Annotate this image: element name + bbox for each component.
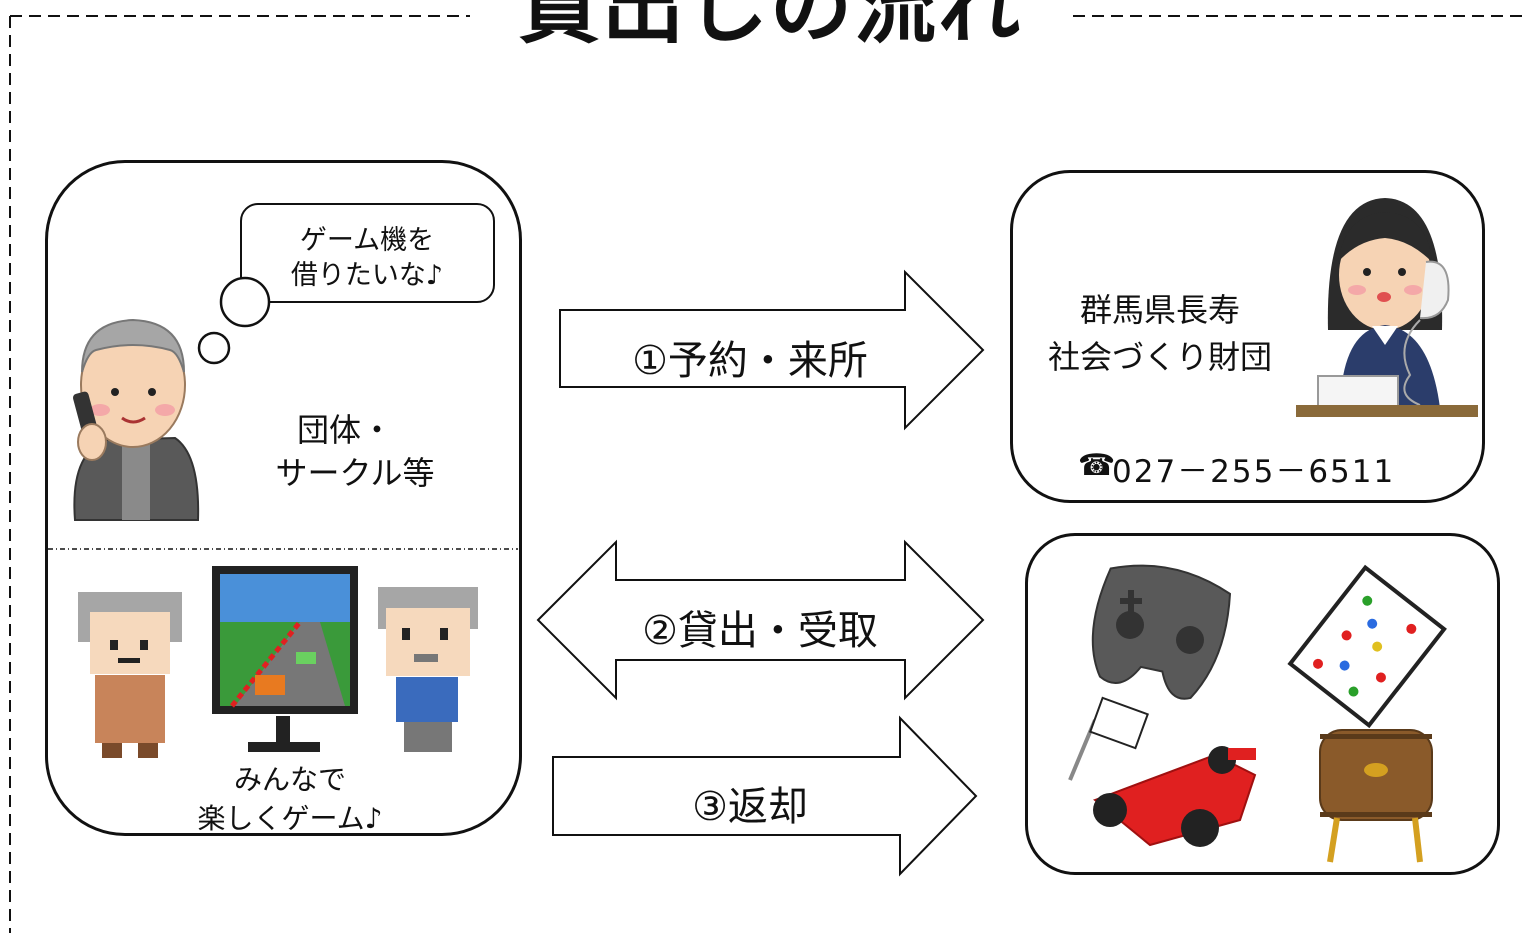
race-car-icon [1068, 696, 1257, 847]
pixel-grandma-icon [78, 592, 182, 758]
step1-label: ①予約・来所 [632, 338, 868, 384]
org-name-line-2: 社会づくり財団 [1047, 338, 1272, 376]
pixel-grandpa-icon [378, 587, 478, 752]
game-controller-icon [1091, 564, 1232, 700]
phone-number: 027－255－6511 [1112, 454, 1396, 490]
thought-line-1: ゲーム機を [299, 225, 435, 256]
card-game-icon [1287, 564, 1447, 729]
phone-icon: ☎ [1078, 448, 1116, 483]
thought-line-2: 借りたいな♪ [290, 260, 444, 291]
bottom-caption-line-2: 楽しくゲーム♪ [197, 802, 383, 835]
computer-monitor-icon [212, 566, 358, 752]
bottom-caption-line-1: みんなで [233, 763, 346, 796]
taiko-drum-icon [1319, 729, 1433, 863]
thought-bubble [240, 203, 495, 303]
group-label-line-1: 団体・ [296, 411, 393, 449]
org-name-line-1: 群馬県長寿 [1079, 291, 1240, 329]
arrow-reserve [559, 269, 985, 431]
arrow-return [552, 715, 978, 877]
step3-label: ③返却 [692, 784, 808, 830]
arrow-lend-receive [536, 539, 985, 701]
page-title: 貸出しの流れ [470, 0, 1070, 58]
group-label-line-2: サークル等 [275, 454, 435, 492]
step2-label: ②貸出・受取 [642, 608, 878, 654]
